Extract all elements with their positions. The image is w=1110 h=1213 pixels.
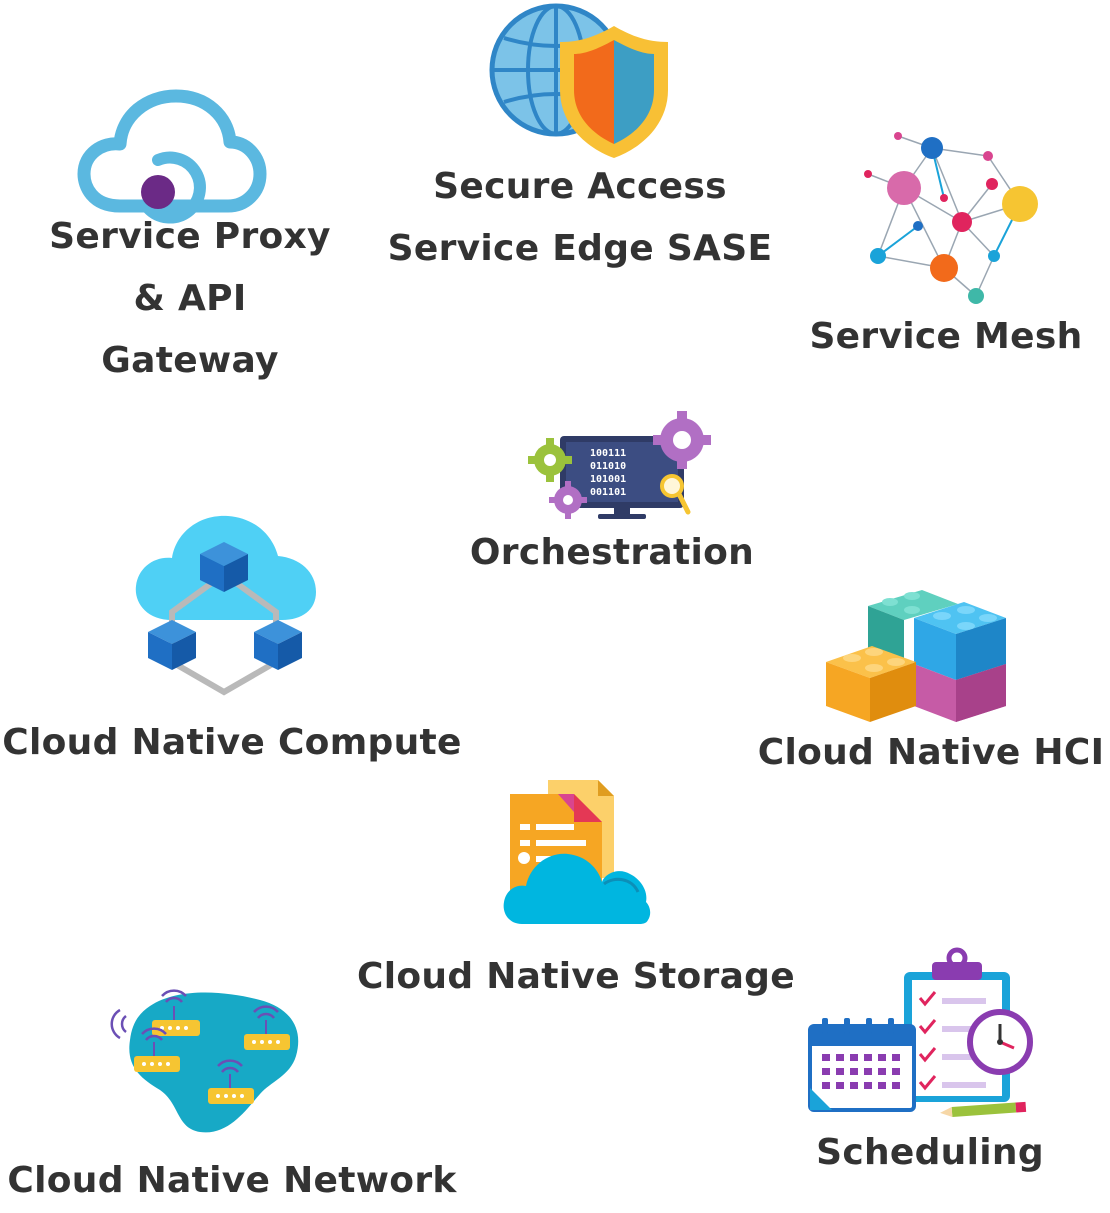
binary-row: 011010	[590, 461, 626, 472]
binary-row: 100111	[590, 448, 626, 459]
service-proxy-label: Service Proxy & API Gateway	[49, 216, 331, 381]
mesh-network-icon	[858, 126, 1042, 306]
service-mesh-label: Service Mesh	[809, 316, 1083, 357]
globe-shield-icon	[488, 2, 672, 162]
compute-label: Cloud Native Compute	[2, 722, 462, 763]
network-routers-icon	[110, 976, 304, 1140]
storage-label: Cloud Native Storage	[357, 956, 795, 997]
cloud-documents-icon	[502, 778, 652, 928]
binary-row: 101001	[590, 474, 626, 485]
sase-label: Secure Access Service Edge SASE	[387, 166, 773, 269]
cloud-gateway-icon	[77, 88, 267, 228]
cloud-cubes-icon	[132, 512, 320, 696]
hci-label: Cloud Native HCI	[757, 732, 1105, 773]
monitor-gears-icon: 100111 011010 101001 001101	[526, 408, 712, 524]
binary-row: 001101	[590, 487, 626, 498]
scheduling-label: Scheduling	[816, 1132, 1044, 1173]
orchestration-label: Orchestration	[469, 532, 755, 573]
blocks-icon	[822, 584, 1008, 724]
network-label: Cloud Native Network	[7, 1160, 457, 1201]
calendar-clipboard-clock-icon	[806, 947, 1036, 1126]
